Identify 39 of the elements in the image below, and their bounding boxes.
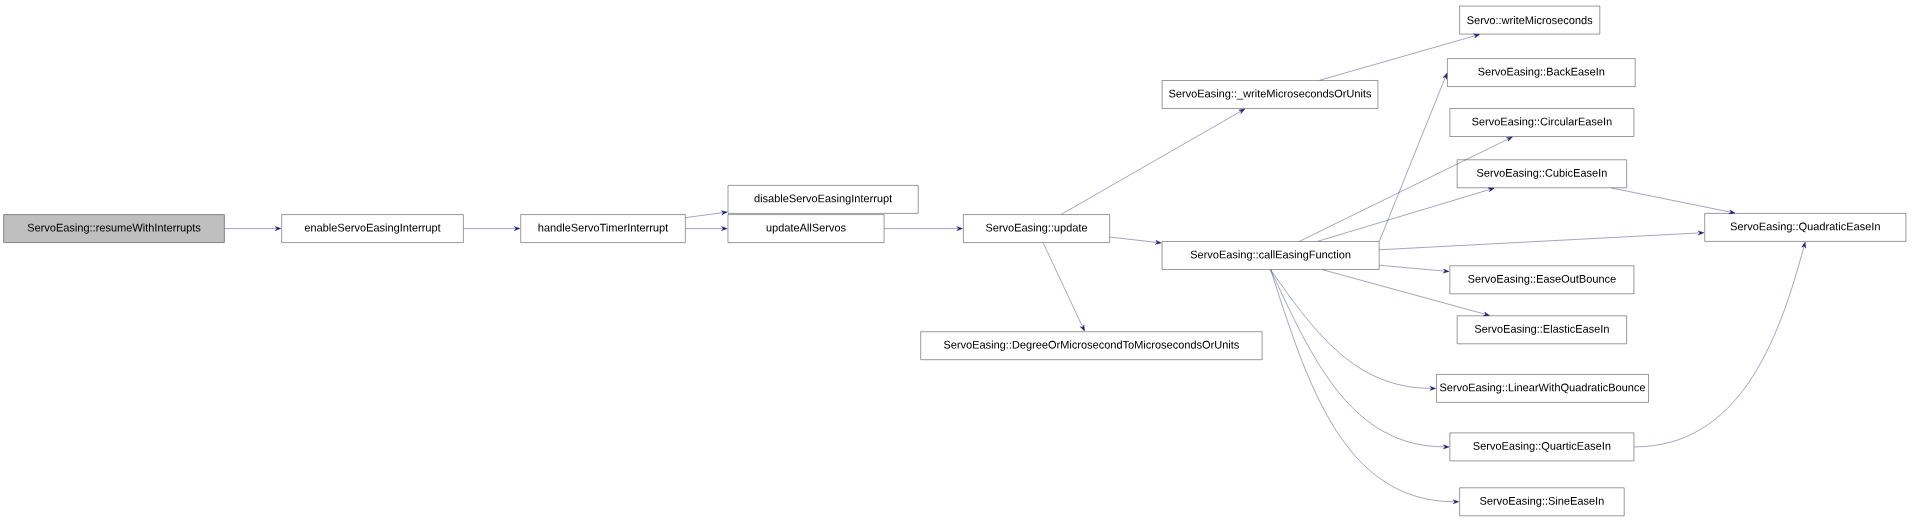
arrow <box>1379 72 1448 242</box>
function-box: ServoEasing::resumeWithInterrupts <box>3 214 225 243</box>
arrow <box>463 226 521 231</box>
function-box: enableServoEasingInterrupt <box>281 214 464 243</box>
arrow <box>1379 265 1450 274</box>
arrow <box>1061 108 1245 215</box>
function-box: ServoEasing::EaseOutBounce <box>1449 265 1635 294</box>
arrow <box>884 226 963 231</box>
function-box: ServoEasing::LinearWithQuadraticBounce <box>1436 374 1649 403</box>
function-box: ServoEasing::BackEaseIn <box>1447 58 1636 87</box>
arrow <box>1319 33 1480 81</box>
function-box: handleServoTimerInterrupt <box>520 214 686 243</box>
function-box: ServoEasing::callEasingFunction <box>1161 241 1380 270</box>
arrow <box>1317 187 1495 242</box>
function-box: disableServoEasingInterrupt <box>727 185 919 214</box>
arrow <box>685 226 728 231</box>
arrow <box>1299 136 1513 242</box>
function-box: ServoEasing::CubicEaseIn <box>1456 159 1627 188</box>
arrow <box>1270 269 1459 505</box>
arrow <box>1270 269 1436 391</box>
function-box: ServoEasing::update <box>963 214 1110 243</box>
function-box: ServoEasing::_writeMicrosecondsOrUnits <box>1161 80 1379 109</box>
function-box: Servo::writeMicroseconds <box>1459 5 1600 35</box>
arrow <box>1322 269 1490 317</box>
function-box: ServoEasing::CircularEaseIn <box>1449 108 1635 137</box>
arrow <box>1109 236 1162 245</box>
function-box: ServoEasing::QuadraticEaseIn <box>1704 213 1907 242</box>
function-box: updateAllServos <box>727 214 885 243</box>
arrow <box>1379 230 1705 250</box>
function-box: ServoEasing::QuarticEaseIn <box>1449 432 1635 462</box>
arrow <box>224 226 282 231</box>
arrow <box>685 210 728 218</box>
function-box: ServoEasing::DegreeOrMicrosecondToMicrosecondsOrUnits <box>920 331 1263 360</box>
function-box: ServoEasing::SineEaseIn <box>1459 487 1625 516</box>
arrow <box>1611 187 1736 215</box>
function-box: ServoEasing::ElasticEaseIn <box>1456 315 1627 344</box>
arrow <box>1633 241 1806 448</box>
arrow <box>1270 269 1450 450</box>
arrow <box>1042 242 1085 332</box>
